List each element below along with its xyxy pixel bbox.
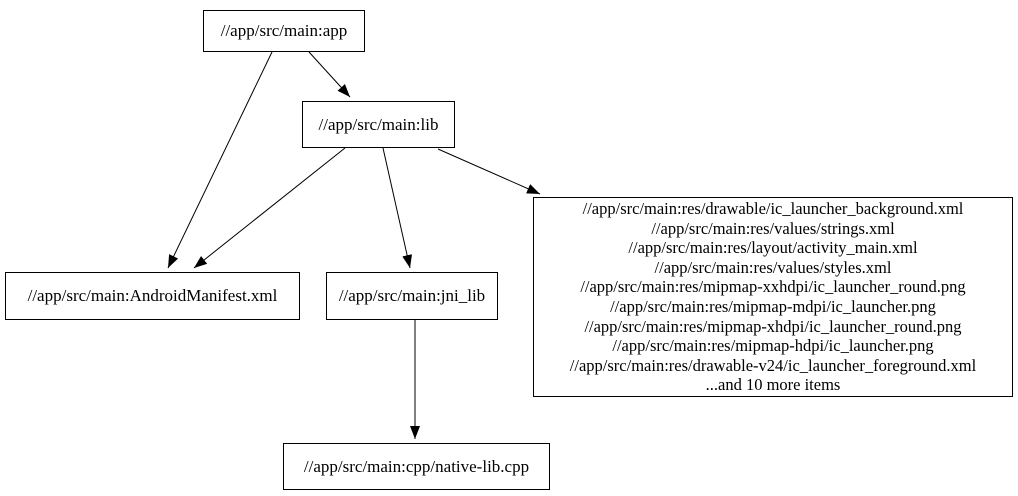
edge-lib-to-android-manifest <box>193 147 346 269</box>
graph-node-android-manifest-label: //app/src/main:AndroidManifest.xml <box>27 286 278 306</box>
graph-node-res-group-line: //app/src/main:res/drawable-v24/ic_launc… <box>569 355 977 375</box>
graph-node-res-group-line: //app/src/main:res/values/strings.xml <box>651 218 895 238</box>
graph-node-jni-lib-label: //app/src/main:jni_lib <box>338 286 486 306</box>
graph-node-res-group-more-items: ...and 10 more items <box>705 375 841 395</box>
graph-node-app: //app/src/main:app <box>203 10 365 52</box>
graph-node-android-manifest: //app/src/main:AndroidManifest.xml <box>5 272 300 320</box>
graph-node-res-group-line: //app/src/main:res/mipmap-mdpi/ic_launch… <box>610 297 936 316</box>
graph-node-res-group-line: //app/src/main:res/mipmap-hdpi/ic_launch… <box>612 336 934 356</box>
graph-node-res-group: //app/src/main:res/drawable/ic_launcher_… <box>533 197 1013 397</box>
graph-node-native-lib-cpp-label: //app/src/main:cpp/native-lib.cpp <box>303 456 530 476</box>
graph-node-lib-label: //app/src/main:lib <box>318 114 439 134</box>
graph-node-res-group-line: //app/src/main:res/layout/activity_main.… <box>628 238 918 258</box>
graph-node-res-group-line: //app/src/main:res/mipmap-xhdpi/ic_launc… <box>584 316 962 336</box>
edge-lib-to-res-group <box>437 148 541 195</box>
graph-node-jni-lib: //app/src/main:jni_lib <box>326 272 498 320</box>
graph-node-lib: //app/src/main:lib <box>302 101 455 148</box>
edge-lib-to-jni-lib <box>382 147 413 269</box>
edge-app-to-lib <box>308 51 351 98</box>
graph-node-res-group-line: //app/src/main:res/values/styles.xml <box>654 257 892 277</box>
graph-node-native-lib-cpp: //app/src/main:cpp/native-lib.cpp <box>283 443 550 490</box>
edge-app-to-android-manifest <box>167 51 273 269</box>
graph-node-res-group-line: //app/src/main:res/mipmap-xxhdpi/ic_laun… <box>580 277 966 297</box>
graph-node-res-group-line: //app/src/main:res/drawable/ic_launcher_… <box>582 199 964 219</box>
graph-node-app-label: //app/src/main:app <box>220 21 348 41</box>
